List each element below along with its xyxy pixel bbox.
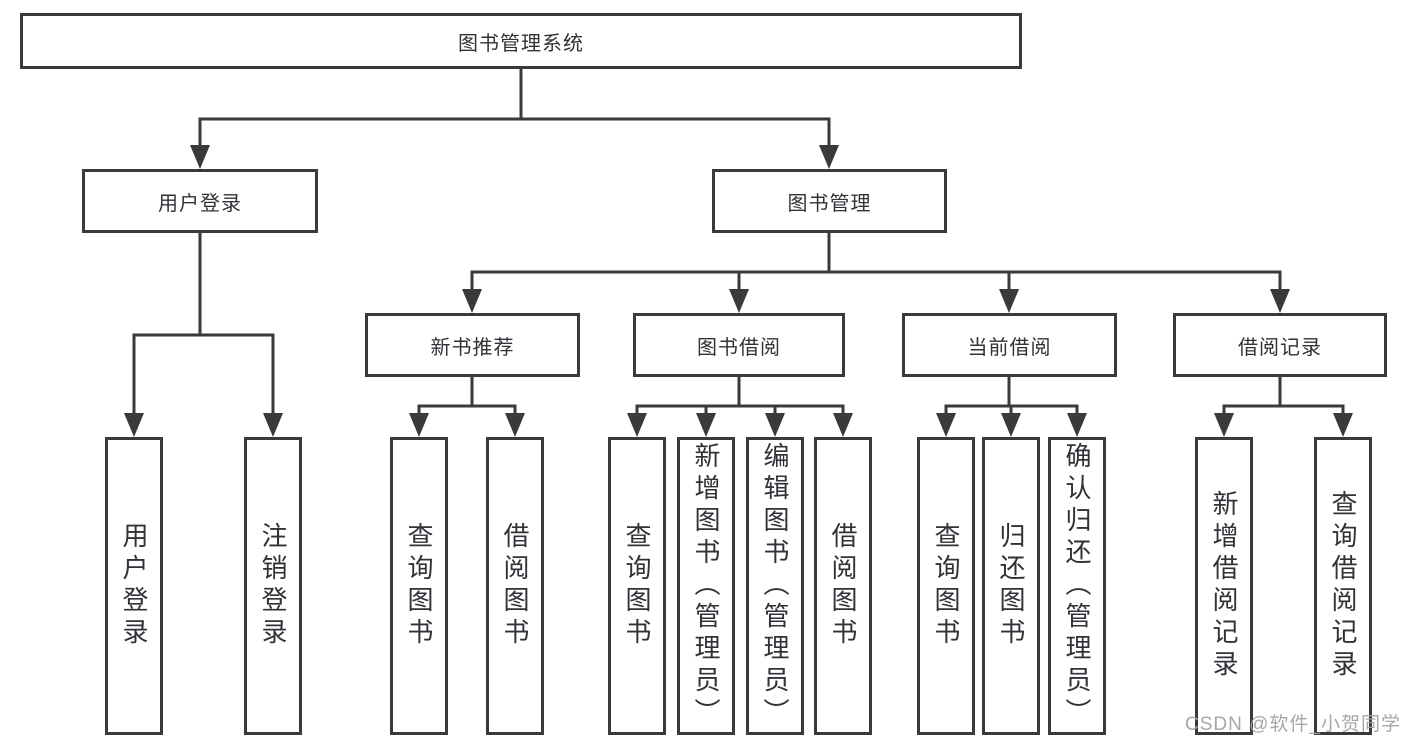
arrow-down-icon — [696, 413, 716, 437]
arrow-down-icon — [462, 289, 482, 313]
arrow-down-icon — [1270, 289, 1290, 313]
node-label: 用户登录 — [158, 192, 242, 215]
node-borrowing-records: 借阅记录 — [1173, 313, 1387, 377]
connector-root-to-level2 — [198, 67, 831, 150]
node-edit-books-admin: 编辑图书（管理员） — [746, 437, 804, 735]
connector-userlogin-to-leaves — [132, 231, 275, 418]
node-borrow-books-recommend: 借阅图书 — [486, 437, 544, 735]
node-label: 图书借阅 — [697, 336, 781, 359]
node-label: 借阅记录 — [1238, 336, 1322, 359]
arrow-down-icon — [124, 413, 144, 437]
arrow-down-icon — [1001, 413, 1021, 437]
node-label: 查询借阅记录 — [1328, 490, 1358, 682]
node-user-login: 用户登录 — [82, 169, 318, 233]
node-book-borrowing: 图书借阅 — [633, 313, 845, 377]
node-label: 借阅图书 — [500, 522, 530, 650]
arrow-down-icon — [999, 289, 1019, 313]
arrow-down-icon — [936, 413, 956, 437]
node-current-borrowing: 当前借阅 — [902, 313, 1117, 377]
watermark-text: CSDN @软件_小贺同学 — [1185, 714, 1401, 735]
node-label: 归还图书 — [996, 522, 1026, 650]
node-label: 图书管理系统 — [458, 32, 584, 55]
node-label: 注销登录 — [258, 522, 288, 650]
node-query-borrow-record: 查询借阅记录 — [1314, 437, 1372, 735]
node-label: 用户登录 — [119, 522, 149, 650]
arrow-down-icon — [505, 413, 525, 437]
node-add-borrow-record: 新增借阅记录 — [1195, 437, 1253, 735]
node-label: 新书推荐 — [430, 336, 515, 359]
arrow-down-icon — [190, 145, 210, 169]
node-return-books: 归还图书 — [982, 437, 1040, 735]
arrow-down-icon — [627, 413, 647, 437]
node-label: 当前借阅 — [967, 336, 1052, 359]
arrow-down-icon — [263, 413, 283, 437]
node-label: 借阅图书 — [828, 522, 858, 650]
arrow-down-icon — [1333, 413, 1353, 437]
node-label: 编辑图书（管理员） — [760, 442, 790, 730]
connector-leaf-drops — [417, 404, 1345, 418]
node-query-books-borrowing: 查询图书 — [608, 437, 666, 735]
node-new-book-recommend: 新书推荐 — [365, 313, 580, 377]
arrow-down-icon — [409, 413, 429, 437]
connector-level3-splits — [417, 375, 1345, 408]
node-query-books-recommend: 查询图书 — [390, 437, 448, 735]
node-label: 确认归还（管理员） — [1062, 442, 1092, 730]
node-book-management: 图书管理 — [712, 169, 947, 233]
node-add-books-admin: 新增图书（管理员） — [677, 437, 735, 735]
node-user-login-action: 用户登录 — [105, 437, 163, 735]
arrow-down-icon — [1067, 413, 1087, 437]
arrow-down-icon — [819, 145, 839, 169]
arrow-down-icon — [765, 413, 785, 437]
node-label: 图书管理 — [787, 192, 872, 215]
arrow-down-icon — [1214, 413, 1234, 437]
node-label: 查询图书 — [622, 522, 652, 650]
node-confirm-return-admin: 确认归还（管理员） — [1048, 437, 1106, 735]
arrow-down-icon — [729, 289, 749, 313]
node-label: 新增图书（管理员） — [691, 442, 721, 730]
node-logout-action: 注销登录 — [244, 437, 302, 735]
node-label: 查询图书 — [404, 522, 434, 650]
node-label: 新增借阅记录 — [1209, 490, 1239, 682]
arrow-down-icon — [833, 413, 853, 437]
connector-paths — [132, 67, 1345, 418]
node-query-books-current: 查询图书 — [917, 437, 975, 735]
node-borrow-books: 借阅图书 — [814, 437, 872, 735]
arrow-down-icons — [124, 145, 1353, 437]
node-book-management-system: 图书管理系统 — [20, 13, 1022, 69]
connector-bookmgmt-to-level3 — [470, 231, 1282, 294]
node-label: 查询图书 — [931, 522, 961, 650]
